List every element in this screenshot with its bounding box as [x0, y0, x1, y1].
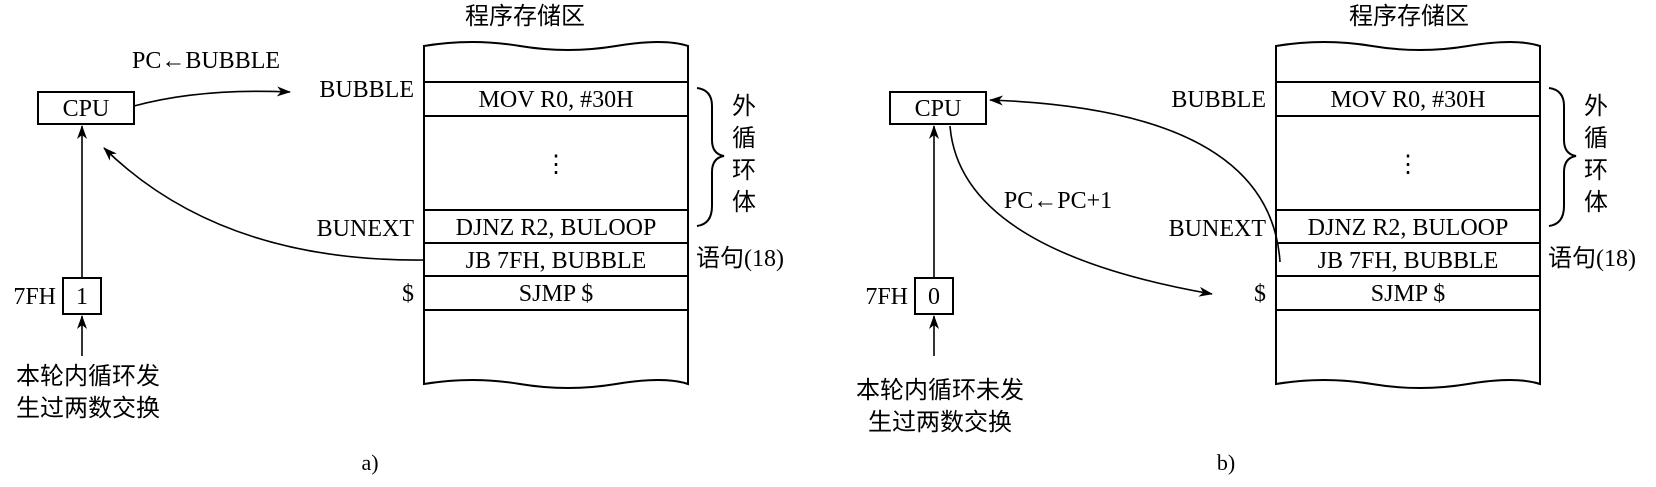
- addr-bunext: BUNEXT: [1169, 216, 1267, 242]
- instruction-mov: MOV R0, #30H: [479, 87, 634, 113]
- flag-label: 7FH: [865, 284, 908, 310]
- condition-line: 生过两数交换: [16, 395, 160, 422]
- flag-label: 7FH: [13, 284, 56, 310]
- outer-loop-brace: [696, 87, 725, 227]
- addr-bunext: BUNEXT: [317, 216, 415, 242]
- memory-block: [1275, 41, 1541, 389]
- cpu-label: CPU: [915, 96, 962, 122]
- instruction-jb: JB 7FH, BUBBLE: [1318, 248, 1499, 274]
- cpu-box: [37, 91, 135, 125]
- condition-line: 本轮内循环发: [16, 363, 160, 390]
- condition-line: 生过两数交换: [868, 409, 1012, 436]
- jump-arrow: [133, 86, 291, 107]
- addr-dollar: $: [1254, 281, 1266, 307]
- memory-title: 程序存储区: [465, 3, 585, 30]
- flag-value: 1: [76, 284, 88, 310]
- brace-label-char: 体: [732, 189, 756, 216]
- condition-line: 本轮内循环未发: [856, 377, 1024, 404]
- brace-label-char: 外: [732, 93, 756, 120]
- instruction-dots: ⋮: [1396, 152, 1420, 178]
- statement-label: 语句(18): [696, 245, 784, 272]
- caption: b): [1217, 450, 1235, 475]
- memory-block: [423, 41, 689, 389]
- cpu-box: [889, 91, 987, 125]
- addr-dollar: $: [402, 281, 414, 307]
- instruction-sjmp: SJMP $: [519, 281, 593, 307]
- instruction-sjmp: SJMP $: [1371, 281, 1445, 307]
- outer-loop-brace: [1548, 87, 1577, 227]
- addr-bubble: BUBBLE: [1171, 87, 1266, 113]
- instruction-jb: JB 7FH, BUBBLE: [466, 248, 647, 274]
- pc-assignment: PC←PC+1: [1004, 188, 1112, 214]
- panel-a: 程序存储区 MOV R0, #30H ⋮ DJNZ R2, BULOOP JB …: [13, 3, 784, 475]
- brace-label-char: 循: [732, 125, 756, 152]
- memory-title: 程序存储区: [1349, 3, 1469, 30]
- instruction-djnz: DJNZ R2, BULOOP: [456, 215, 657, 241]
- pc-assignment: PC←BUBBLE: [132, 48, 280, 74]
- brace-label-char: 环: [732, 158, 756, 184]
- next-instruction-arrow: [949, 125, 1213, 297]
- brace-label-char: 体: [1584, 189, 1608, 216]
- panel-b: 程序存储区 MOV R0, #30H ⋮ DJNZ R2, BULOOP JB …: [856, 3, 1636, 475]
- brace-label-char: 循: [1584, 125, 1608, 152]
- caption: a): [361, 450, 378, 475]
- flag-value: 0: [928, 284, 940, 310]
- brace-label-char: 环: [1584, 158, 1608, 184]
- brace-label-char: 外: [1584, 93, 1608, 120]
- statement-label: 语句(18): [1548, 245, 1636, 272]
- instruction-djnz: DJNZ R2, BULOOP: [1308, 215, 1509, 241]
- addr-bubble: BUBBLE: [319, 77, 414, 103]
- instruction-dots: ⋮: [544, 152, 568, 178]
- instruction-mov: MOV R0, #30H: [1331, 87, 1486, 113]
- feedback-arrow: [989, 95, 1281, 263]
- feedback-arrow: [103, 147, 425, 261]
- cpu-label: CPU: [63, 96, 110, 122]
